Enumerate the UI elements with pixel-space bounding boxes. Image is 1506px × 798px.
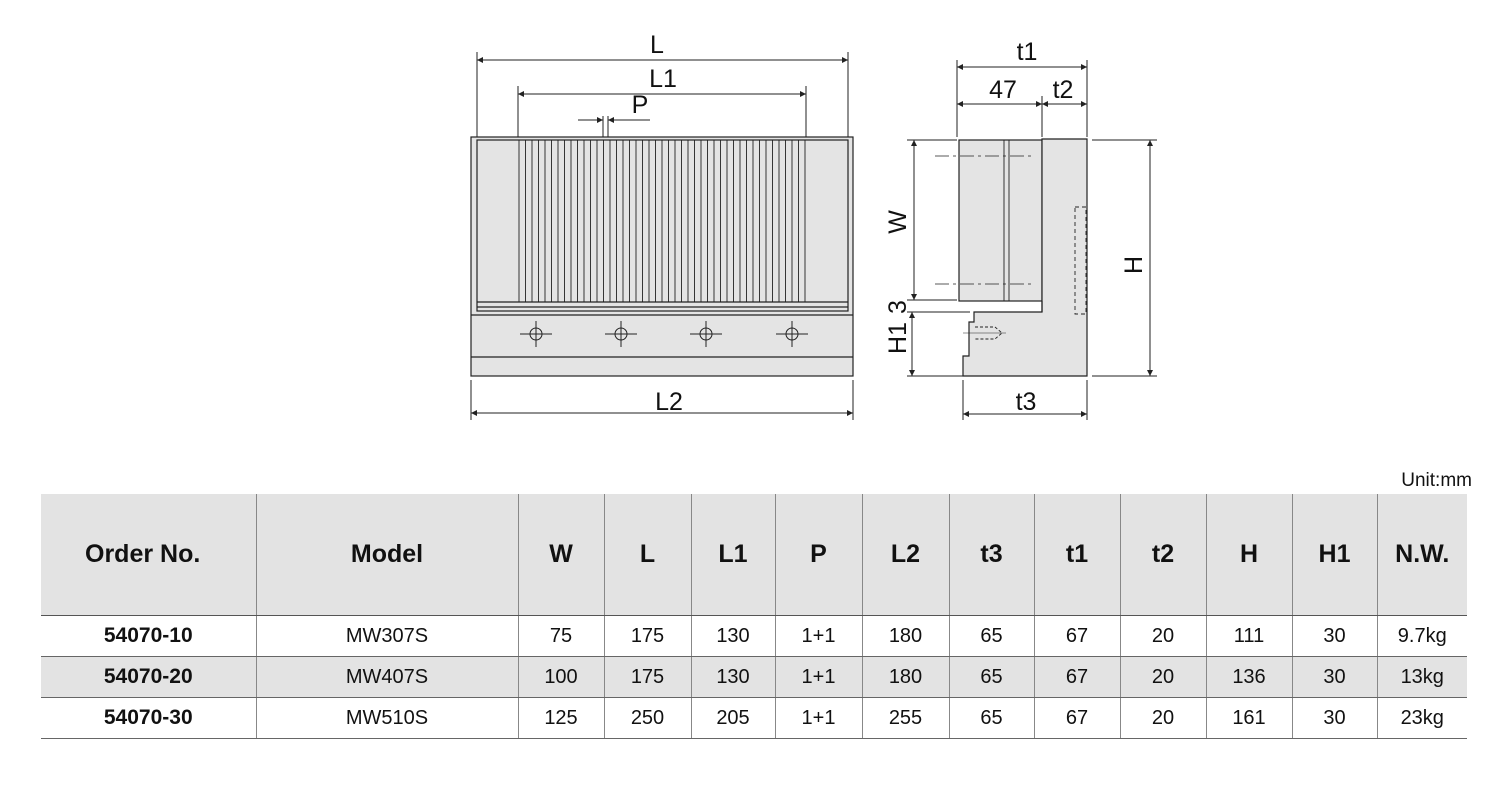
header-H1: H1 [1291, 494, 1377, 616]
cell-W: 125 [517, 697, 604, 739]
cell-L1: 130 [690, 656, 775, 698]
dim-label-H1: H1 [884, 322, 912, 354]
cell-t3: 65 [948, 615, 1034, 657]
cell-t1: 67 [1033, 697, 1120, 739]
dim-label-L2: L2 [655, 388, 683, 416]
cell-W: 75 [517, 615, 604, 657]
pole-fins [518, 140, 806, 302]
cell-L: 175 [603, 656, 691, 698]
spec-table: Order No. Model W L L1 P L2 t3 t1 t2 H H… [41, 494, 1467, 739]
table-header-row: Order No. Model W L L1 P L2 t3 t1 t2 H H… [41, 494, 1467, 616]
dim-label-3: 3 [884, 300, 912, 314]
cell-model: MW407S [255, 656, 518, 698]
technical-drawing: L L1 P L2 t1 4 [470, 31, 1157, 420]
dim-label-t3: t3 [1016, 388, 1037, 416]
dim-label-t1: t1 [1017, 38, 1038, 66]
cell-nw: 9.7kg [1376, 615, 1467, 657]
side-view [935, 138, 1088, 377]
dim-label-t2: t2 [1053, 76, 1074, 104]
cell-L1: 130 [690, 615, 775, 657]
header-L: L [603, 494, 691, 616]
cell-L: 250 [603, 697, 691, 739]
header-t2: t2 [1119, 494, 1206, 616]
cell-t3: 65 [948, 697, 1034, 739]
cell-H1: 30 [1291, 615, 1377, 657]
cell-H1: 30 [1291, 656, 1377, 698]
side-dimension-labels: t1 47 t2 t3 W 3 H1 H [884, 38, 1148, 416]
cell-model: MW307S [255, 615, 518, 657]
cell-H: 111 [1205, 615, 1292, 657]
cell-nw: 23kg [1376, 697, 1467, 739]
mounting-holes [520, 321, 808, 347]
cell-H: 136 [1205, 656, 1292, 698]
dim-label-H: H [1120, 256, 1148, 274]
cell-t1: 67 [1033, 615, 1120, 657]
header-model: Model [255, 494, 518, 616]
header-nw: N.W. [1376, 494, 1467, 616]
header-t3: t3 [948, 494, 1034, 616]
cell-order-no: 54070-10 [41, 615, 256, 657]
dim-label-L: L [650, 31, 664, 59]
cell-L2: 180 [861, 615, 949, 657]
cell-P: 1+1 [774, 656, 862, 698]
front-view [470, 136, 854, 377]
table-row: 54070-20 MW407S 100 175 130 1+1 180 65 6… [41, 656, 1467, 698]
cell-P: 1+1 [774, 615, 862, 657]
cell-nw: 13kg [1376, 656, 1467, 698]
cell-L: 175 [603, 615, 691, 657]
dim-label-P: P [632, 91, 649, 119]
mounting-hole [776, 321, 808, 347]
cell-t2: 20 [1119, 697, 1206, 739]
cell-model: MW510S [255, 697, 518, 739]
header-W: W [517, 494, 604, 616]
table-row: 54070-10 MW307S 75 175 130 1+1 180 65 67… [41, 615, 1467, 657]
side-dimensions [907, 60, 1157, 420]
mounting-hole [605, 321, 637, 347]
cell-L2: 255 [861, 697, 949, 739]
table-row: 54070-30 MW510S 125 250 205 1+1 255 65 6… [41, 697, 1467, 739]
mounting-hole [690, 321, 722, 347]
cell-H: 161 [1205, 697, 1292, 739]
cell-order-no: 54070-20 [41, 656, 256, 698]
cell-H1: 30 [1291, 697, 1377, 739]
header-order-no: Order No. [41, 494, 256, 616]
header-L2: L2 [861, 494, 949, 616]
cell-W: 100 [517, 656, 604, 698]
dim-label-W: W [884, 210, 912, 234]
mounting-hole [520, 321, 552, 347]
front-dimensions [470, 52, 854, 420]
front-dimension-labels: L L1 P L2 [632, 31, 683, 416]
cell-order-no: 54070-30 [41, 697, 256, 739]
cell-t2: 20 [1119, 615, 1206, 657]
dim-label-L1: L1 [649, 65, 677, 93]
cell-L2: 180 [861, 656, 949, 698]
header-L1: L1 [690, 494, 775, 616]
cell-P: 1+1 [774, 697, 862, 739]
unit-label: Unit:mm [1401, 470, 1472, 491]
header-P: P [774, 494, 862, 616]
cell-t2: 20 [1119, 656, 1206, 698]
dim-label-47: 47 [989, 76, 1017, 104]
cell-t1: 67 [1033, 656, 1120, 698]
header-t1: t1 [1033, 494, 1120, 616]
cell-L1: 205 [690, 697, 775, 739]
cell-t3: 65 [948, 656, 1034, 698]
header-H: H [1205, 494, 1292, 616]
